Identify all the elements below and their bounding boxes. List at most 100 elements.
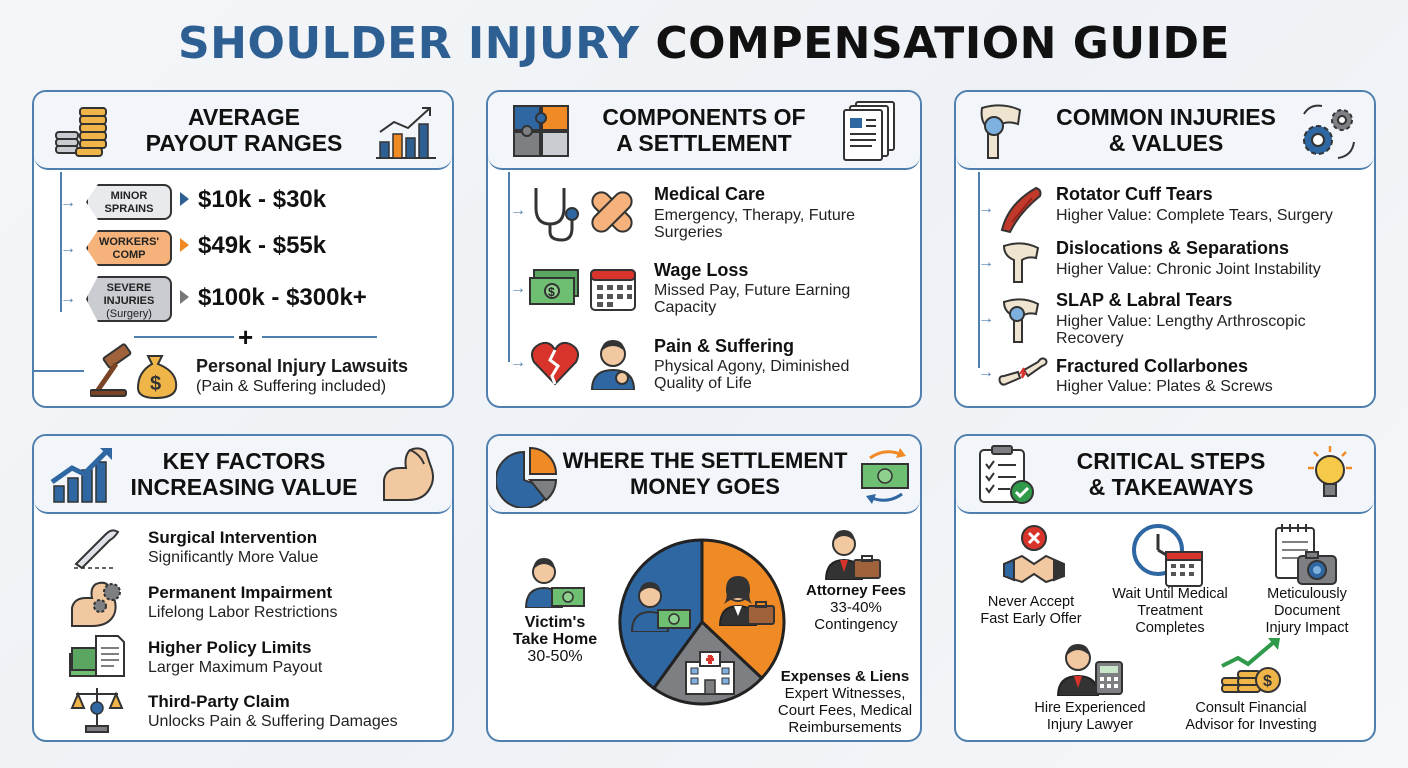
payout-tag: MINOR SPRAINS: [86, 184, 172, 220]
scales-of-justice-icon: [70, 684, 124, 739]
victim-label-line1: Victim's: [524, 614, 586, 631]
expenses-sub-line3: Reimbursements: [788, 719, 902, 736]
attorney-label: Attorney Fees 33-40% Contingency: [794, 582, 918, 633]
component-sub-line2: Capacity: [654, 299, 717, 316]
attorney-range: 33-40%: [830, 599, 882, 616]
tag-line2: SPRAINS: [104, 203, 154, 215]
puzzle-icon: [510, 102, 574, 165]
expenses-sub-line2: Court Fees, Medical: [777, 702, 913, 719]
gavel-moneybag-icon: $: [89, 342, 186, 405]
injury-sub: Higher Value: Chronic Joint Instability: [1056, 261, 1321, 278]
tag-line3: (Surgery): [106, 308, 152, 320]
injury-sub-line2: Recovery: [1056, 330, 1124, 347]
injury-title: SLAP & Labral Tears: [1056, 290, 1233, 310]
component-title: Wage Loss: [654, 260, 749, 280]
injuries-title-line1: COMMON INJURIES: [1056, 104, 1276, 130]
component-sub-line1: Missed Pay, Future Earning: [654, 282, 851, 299]
steps-title-line2: & TAKEAWAYS: [1088, 474, 1254, 500]
payout-tag: WORKERS' COMP: [86, 230, 172, 266]
scalpel-icon: [70, 524, 124, 575]
component-title: Medical Care: [654, 184, 766, 204]
step-label: Meticulously Document Injury Impact: [1244, 586, 1370, 637]
factor-title: Permanent Impairment: [148, 583, 333, 602]
step-label: Wait Until Medical Treatment Completes: [1098, 586, 1242, 637]
bandage-icon: [586, 186, 638, 243]
factor-title: Third-Party Claim: [148, 692, 290, 711]
calendar-icon: [588, 264, 638, 317]
factors-title-line1: KEY FACTORS: [162, 448, 326, 474]
divider-right: [262, 336, 377, 338]
arm-gear-icon: [70, 578, 126, 633]
broken-heart-icon: [530, 340, 580, 391]
step-line1: Never Accept: [987, 594, 1075, 610]
victim-cash-icon: [630, 576, 694, 637]
steps-title-line1: CRITICAL STEPS: [1076, 448, 1266, 474]
lawyer-calculator-icon: [1056, 636, 1124, 701]
muscle-icon: [998, 184, 1044, 239]
arrow-right-icon: →: [60, 240, 76, 257]
broken-bone-icon: [998, 354, 1048, 393]
arrow-right-icon: →: [60, 194, 76, 211]
lightbulb-icon: [1302, 444, 1358, 509]
step-line1: Meticulously: [1267, 586, 1347, 602]
money-title-line1: WHERE THE SETTLEMENT: [562, 448, 848, 473]
tag-line1: SEVERE: [106, 282, 152, 294]
attorney-sub: Contingency: [814, 616, 898, 633]
injury-sub-line1: Higher Value: Lengthy Arthroscopic: [1056, 313, 1306, 330]
injury-title: Dislocations & Separations: [1056, 238, 1290, 258]
component-title: Pain & Suffering: [654, 336, 795, 356]
components-title-line1: COMPONENTS OF: [602, 104, 806, 130]
expenses-sub-line1: Expert Witnesses,: [784, 685, 906, 702]
shoulder-labrum-icon: [998, 294, 1044, 349]
step-line1: Consult Financial: [1195, 700, 1307, 716]
title-part2: COMPENSATION GUIDE: [655, 18, 1231, 69]
injury-sub: Higher Value: Lengthy Arthroscopic Recov…: [1056, 313, 1306, 347]
arrow-right-icon: →: [510, 280, 526, 297]
component-sub: Physical Agony, Diminished Quality of Li…: [654, 358, 849, 392]
arrow-right-icon: →: [978, 254, 994, 271]
lawsuit-sub: (Pain & Suffering included): [196, 378, 387, 395]
plus-sign: +: [238, 322, 254, 352]
svg-text:$: $: [150, 373, 161, 395]
step-line3: Injury Impact: [1265, 620, 1349, 636]
component-sub-line2: Surgeries: [654, 224, 723, 241]
page-title: SHOULDER INJURY COMPENSATION GUIDE: [0, 18, 1408, 69]
money-card-header: [488, 436, 920, 514]
injury-title: Rotator Cuff Tears: [1056, 184, 1213, 204]
factor-sub: Unlocks Pain & Suffering Damages: [148, 713, 398, 730]
checklist-icon: [976, 444, 1036, 511]
steps-card: CRITICAL STEPS & TAKEAWAYS Never Accept …: [954, 434, 1376, 742]
handshake-reject-icon: [1002, 524, 1066, 593]
victim-label-line2: Take Home: [512, 631, 598, 648]
title-part1: SHOULDER INJURY: [177, 18, 640, 69]
svg-text:$: $: [1263, 673, 1272, 690]
attorney-person-icon: [824, 522, 884, 585]
step-label: Hire Experienced Injury Lawyer: [1016, 700, 1164, 734]
payout-title-line1: AVERAGE: [187, 104, 301, 130]
clock-calendar-icon: [1132, 522, 1204, 593]
step-line1: Hire Experienced: [1034, 700, 1146, 716]
component-sub: Missed Pay, Future Earning Capacity: [654, 282, 850, 316]
payout-row: → WORKERS' COMP $49k - $55k: [60, 230, 440, 270]
factor-sub: Lifelong Labor Restrictions: [148, 604, 338, 621]
payout-tag: SEVERE INJURIES (Surgery): [86, 276, 172, 322]
injury-sub: Higher Value: Complete Tears, Surgery: [1056, 207, 1333, 224]
step-line1: Wait Until Medical: [1112, 586, 1228, 602]
injuries-card-header: [956, 92, 1374, 170]
step-line2: Treatment: [1137, 603, 1203, 619]
victim-label: Victim's Take Home 30-50%: [500, 614, 610, 665]
components-connector: [508, 172, 510, 362]
factor-sub: Larger Maximum Payout: [148, 659, 323, 676]
documents-icon: [842, 100, 900, 167]
payout-title-line2: PAYOUT RANGES: [145, 130, 343, 156]
arrow-right-icon: →: [978, 310, 994, 327]
shoulder-bone-icon: [998, 238, 1044, 289]
injuries-title-line2: & VALUES: [1108, 130, 1224, 156]
coins-growth-icon: $: [1218, 636, 1284, 701]
attorney-briefcase-icon: [718, 568, 778, 631]
svg-text:$: $: [548, 285, 555, 299]
step-line2: Injury Lawyer: [1046, 717, 1134, 733]
step-line2: Advisor for Investing: [1185, 717, 1317, 733]
factors-card: KEY FACTORS INCREASING VALUE Surgical In…: [32, 434, 454, 742]
triangle-marker-icon: [180, 238, 189, 252]
